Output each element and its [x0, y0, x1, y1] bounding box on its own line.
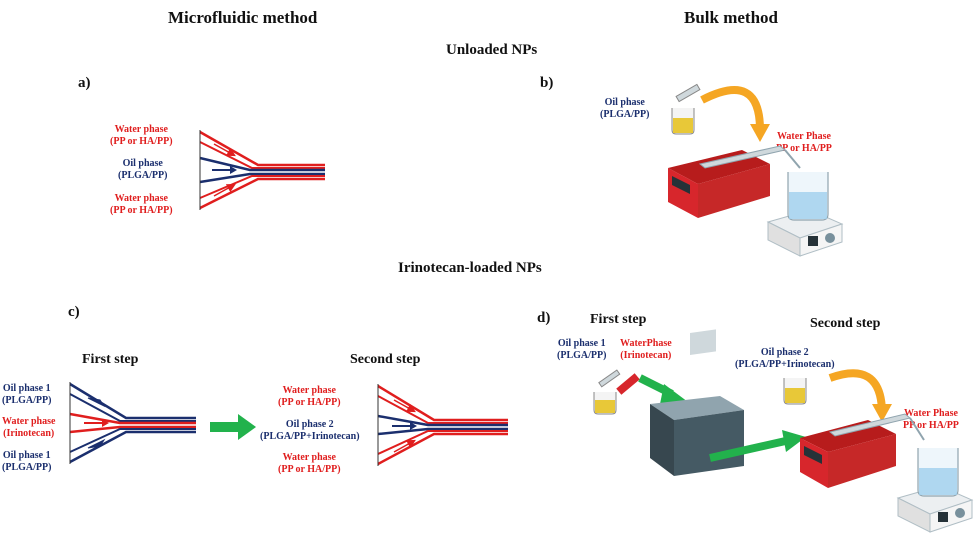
- panel-a-oil-phase: Oil phase(PLGA/PP): [118, 158, 168, 181]
- panel-b-oil-phase: Oil phase(PLGA/PP): [600, 97, 650, 120]
- panel-a-water-phase-top: Water phase(PP or HA/PP): [110, 124, 173, 147]
- panel-a-microfluidic-chip: [199, 130, 325, 210]
- beaker-icon: [787, 172, 829, 221]
- panel-a-label: a): [78, 75, 91, 91]
- beaker-icon: [671, 108, 695, 135]
- panel-d-water-phase-irinotecan: WaterPhase(Irinotecan): [620, 338, 672, 361]
- beaker-icon: [783, 378, 807, 405]
- panel-c-oil-phase-1-top: Oil phase 1(PLGA/PP): [2, 383, 52, 406]
- bulk-method-heading: Bulk method: [684, 8, 778, 27]
- beaker-icon: [917, 448, 959, 497]
- panel-d-second-step-label: Second step: [810, 316, 881, 331]
- panel-c-second-step-chip: [377, 384, 508, 466]
- panel-d-label: d): [537, 310, 551, 326]
- panel-c-second-step-label: Second step: [350, 352, 421, 367]
- irinotecan-loaded-nps-heading: Irinotecan-loaded NPs: [398, 260, 542, 276]
- panel-d-bulk-setup: [593, 329, 974, 533]
- transfer-arrow-icon: [210, 414, 256, 440]
- panel-b-bulk-setup: [668, 83, 844, 257]
- panel-c-oil-phase-1-bottom: Oil phase 1(PLGA/PP): [2, 450, 52, 473]
- panel-c-water-phase-bottom: Water phase(PP or HA/PP): [278, 452, 341, 475]
- panel-c-water-phase-top: Water phase(PP or HA/PP): [278, 385, 341, 408]
- panel-d-oil-phase-2: Oil phase 2(PLGA/PP+Irinotecan): [735, 347, 835, 370]
- syringe-pump-icon: [800, 413, 925, 488]
- microfluidic-method-heading: Microfluidic method: [168, 8, 318, 27]
- panel-d-first-step-label: First step: [590, 312, 647, 327]
- unloaded-nps-heading: Unloaded NPs: [446, 42, 538, 58]
- panel-d-oil-phase-1: Oil phase 1(PLGA/PP): [557, 338, 607, 361]
- beaker-icon: [593, 392, 617, 415]
- panel-c-water-phase-irinotecan: Water phase(Irinotecan): [2, 416, 56, 439]
- panel-a-water-phase-bottom: Water phase(PP or HA/PP): [110, 193, 173, 216]
- panel-c-first-step-chip: [69, 382, 196, 464]
- syringe-pump-icon: [668, 145, 801, 218]
- panel-c-oil-phase-2: Oil phase 2(PLGA/PP+Irinotecan): [260, 419, 360, 442]
- panel-c-first-step-label: First step: [82, 352, 139, 367]
- panel-c-label: c): [68, 304, 80, 320]
- panel-b-label: b): [540, 75, 554, 91]
- sonicator-icon: [650, 329, 744, 476]
